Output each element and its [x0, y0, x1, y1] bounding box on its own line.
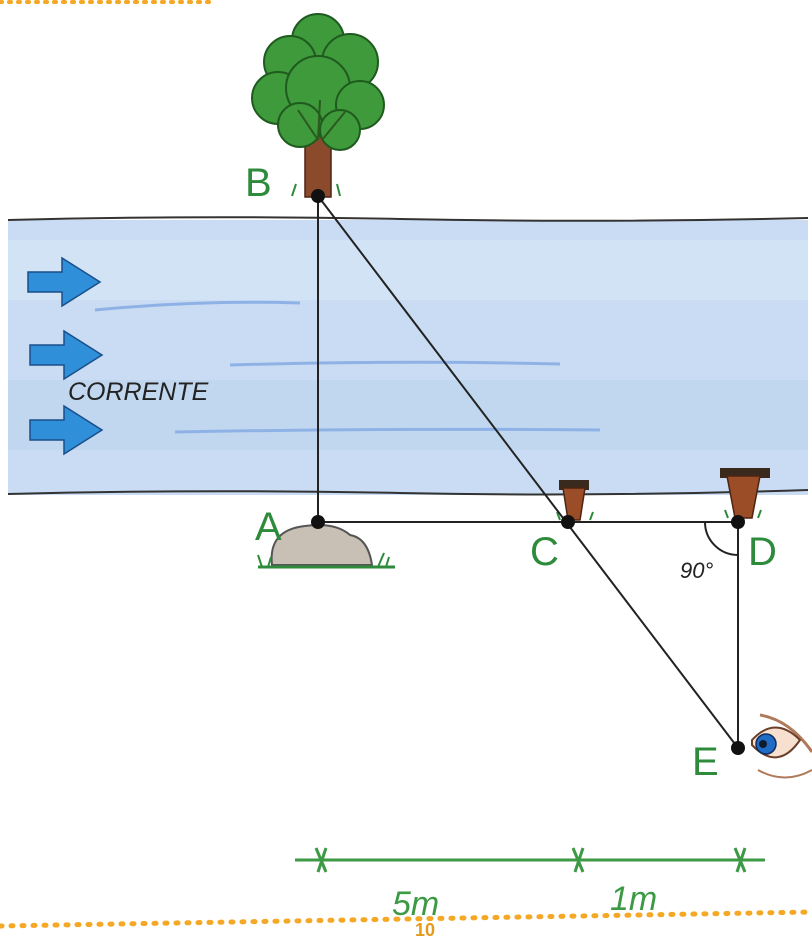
- river: [7, 216, 809, 496]
- point-d: [731, 515, 745, 529]
- label-e: E: [692, 740, 719, 784]
- point-b: [311, 189, 325, 203]
- page-number: 10: [415, 920, 435, 939]
- point-e: [731, 741, 745, 755]
- tree-icon: [251, 13, 385, 198]
- points: [311, 189, 745, 755]
- angle-label: 90°: [680, 558, 713, 583]
- rock-icon: [257, 524, 395, 569]
- stake-icon: [720, 468, 770, 519]
- scale-bar: [295, 847, 765, 873]
- label-a: A: [255, 505, 282, 549]
- segment-be: [317, 195, 739, 749]
- construction-lines: [317, 195, 739, 749]
- stake-icon: [556, 480, 594, 521]
- river-top-bank: [7, 216, 809, 222]
- point-a: [311, 515, 325, 529]
- right-angle-arc: [704, 521, 739, 556]
- river-current-label: CORRENTE: [68, 378, 209, 406]
- label-d: D: [748, 530, 777, 574]
- label-b: B: [245, 161, 272, 205]
- bottom-dotted-border: [0, 909, 812, 929]
- scale-label-1m: 1m: [610, 880, 657, 918]
- label-c: C: [530, 530, 559, 574]
- eye-icon: [751, 713, 812, 779]
- river-bottom-bank: [7, 489, 809, 496]
- flow-arrow-icon: [27, 256, 104, 456]
- point-c: [561, 515, 575, 529]
